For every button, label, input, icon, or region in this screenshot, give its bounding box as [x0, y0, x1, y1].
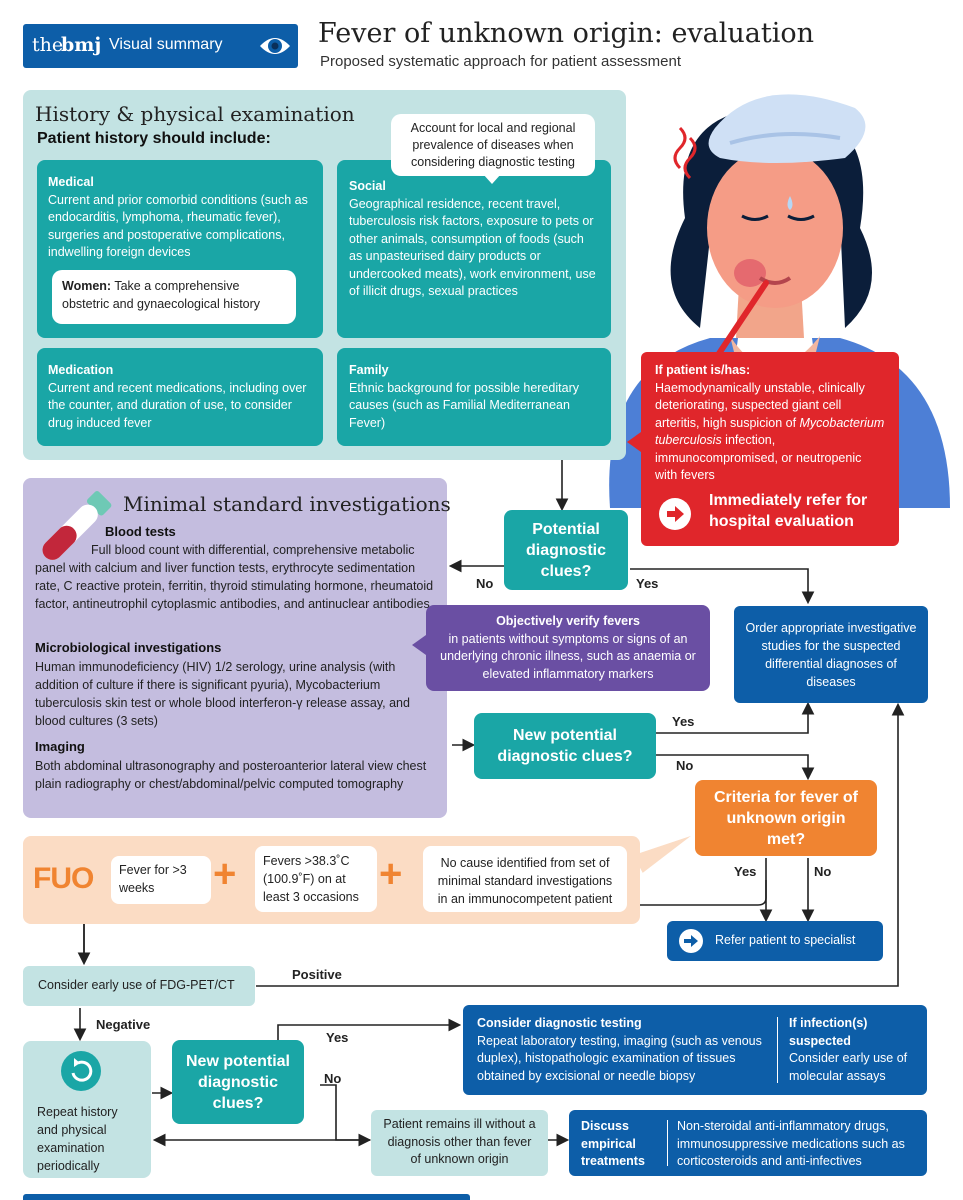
- imaging-title: Imaging: [35, 739, 85, 754]
- fuo-definition-strip: FUO Fever for >3 weeks + Fevers >38.3˚C …: [23, 827, 696, 924]
- medication-title: Medication: [48, 363, 114, 377]
- plus-icon: +: [379, 852, 403, 896]
- new-clues-text: New potential diagnostic clues?: [497, 727, 633, 765]
- footer-bar: [23, 1194, 470, 1200]
- prevalence-callout: Account for local and regional prevalenc…: [391, 114, 595, 184]
- minimal-investigations-section: Minimal standard investigations Blood te…: [23, 478, 451, 818]
- potential-clues-box: Potential diagnostic clues?: [504, 510, 628, 590]
- medical-text: Current and prior comorbid conditions (s…: [48, 192, 308, 260]
- bmj-logo-badge: the bmj Visual summary: [23, 24, 298, 68]
- fuo-c3-text: No cause identified from set of minimal …: [437, 856, 613, 906]
- history-heading: History & physical examination: [35, 102, 355, 126]
- minimal-heading: Minimal standard investigations: [123, 492, 451, 516]
- refer-specialist-button[interactable]: Refer patient to specialist: [667, 921, 883, 961]
- family-box: Family Ethnic background for possible he…: [337, 348, 611, 446]
- brand-visual-summary: Visual summary: [109, 36, 223, 53]
- blood-title: Blood tests: [105, 524, 176, 539]
- fuo-criterion-temperature: Fevers >38.3˚C (100.9˚F) on at least 3 o…: [255, 846, 377, 912]
- arrow-right-circle-icon: [659, 498, 691, 530]
- fuo-c1-text: Fever for >3 weeks: [119, 863, 187, 895]
- refresh-icon: [61, 1051, 101, 1091]
- infection-text: Consider early use of molecular assays: [789, 1051, 908, 1083]
- history-section: History & physical examination Patient h…: [23, 90, 626, 460]
- urgent-text-italic: Mycobacterium tuberculosis: [655, 415, 885, 448]
- women-label: Women:: [62, 279, 112, 293]
- urgent-referral-box: If patient is/has: Haemodynamically unst…: [627, 352, 899, 546]
- potential-clues-text: Potential diagnostic clues?: [525, 520, 606, 580]
- label-no-3: No: [814, 864, 832, 879]
- family-text: Ethnic background for possible hereditar…: [349, 380, 579, 430]
- brand-bmj: bmj: [61, 34, 102, 56]
- micro-text: Human immunodeficiency (HIV) 1/2 serolog…: [35, 660, 410, 728]
- urgent-text-2: infection, immunocompromised, or neutrop…: [655, 433, 862, 482]
- diagnostic-testing-text: Repeat laboratory testing, imaging (such…: [477, 1033, 762, 1083]
- empirical-treatments-box: Discuss empirical treatments Non-steroid…: [569, 1110, 927, 1176]
- page-subtitle: Proposed systematic approach for patient…: [320, 53, 682, 70]
- new-clues-box: New potential diagnostic clues?: [474, 713, 656, 779]
- fuo-c2-text: Fevers >38.3˚C (100.9˚F) on at least 3 o…: [263, 854, 359, 904]
- diagnostic-testing-box: Consider diagnostic testing Repeat labor…: [463, 1005, 927, 1095]
- fuo-criterion-no-cause: No cause identified from set of minimal …: [423, 846, 627, 912]
- label-yes-3: Yes: [734, 864, 757, 879]
- criteria-fuo-box: Criteria for fever of unknown origin met…: [695, 780, 877, 856]
- order-studies-text: Order appropriate investigative studies …: [745, 620, 917, 689]
- infection-note: If infection(s) suspected Consider early…: [789, 1015, 917, 1085]
- verify-fevers-box: Objectively verify fevers in patients wi…: [412, 605, 710, 691]
- urgent-title: If patient is/has:: [655, 363, 751, 377]
- discuss-label: Discuss empirical treatments: [581, 1119, 645, 1168]
- new-clues-box-2: New potential diagnostic clues?: [172, 1040, 304, 1124]
- blood-tube-icon: [33, 488, 113, 568]
- label-yes-2: Yes: [672, 714, 695, 729]
- remains-ill-box: Patient remains ill without a diagnosis …: [371, 1110, 548, 1176]
- fdg-pet-text: Consider early use of FDG-PET/CT: [38, 978, 235, 992]
- arrow-right-circle-icon: [679, 929, 703, 953]
- medical-title: Medical: [48, 175, 94, 189]
- label-no-2: No: [676, 758, 694, 773]
- women-text: Take a comprehensive obstetric and gynae…: [62, 279, 261, 311]
- label-negative: Negative: [96, 1017, 151, 1032]
- social-title: Social: [349, 179, 386, 193]
- remains-ill-text: Patient remains ill without a diagnosis …: [383, 1117, 536, 1166]
- label-yes-1: Yes: [636, 576, 659, 591]
- label-positive: Positive: [292, 967, 342, 982]
- brand-the: the: [32, 34, 64, 56]
- imaging-text: Both abdominal ultrasonography and poste…: [35, 759, 427, 791]
- family-title: Family: [349, 363, 389, 377]
- urgent-text-1: Haemodynamically unstable, clinically de…: [655, 380, 865, 430]
- repeat-history-text: Repeat history and physical examination …: [37, 1105, 118, 1173]
- women-note: Women: Take a comprehensive obstetric an…: [52, 270, 296, 324]
- diagnostic-testing-title: Consider diagnostic testing: [477, 1016, 642, 1030]
- page-title: Fever of unknown origin: evaluation: [318, 18, 815, 49]
- fuo-criterion-duration: Fever for >3 weeks: [111, 856, 211, 904]
- label-no-4: No: [324, 1071, 342, 1086]
- new-clues-2-text: New potential diagnostic clues?: [185, 1052, 290, 1112]
- plus-icon: +: [213, 852, 237, 896]
- eye-icon: [259, 32, 291, 60]
- treatments-text: Non-steroidal anti-inflammatory drugs, i…: [677, 1119, 905, 1168]
- urgent-action: Immediately refer for hospital evaluatio…: [709, 492, 868, 530]
- label-no-1: No: [476, 576, 494, 591]
- verify-text: in patients without symptoms or signs of…: [440, 631, 696, 681]
- social-text: Geographical residence, recent travel, t…: [349, 196, 596, 299]
- prevalence-text: Account for local and regional prevalenc…: [410, 121, 576, 169]
- order-studies-box: Order appropriate investigative studies …: [734, 606, 928, 703]
- medication-box: Medication Current and recent medication…: [37, 348, 323, 446]
- fdg-pet-box: Consider early use of FDG-PET/CT: [23, 966, 255, 1006]
- medical-box: Medical Current and prior comorbid condi…: [37, 160, 323, 338]
- micro-title: Microbiological investigations: [35, 640, 222, 655]
- history-subheading: Patient history should include:: [37, 130, 271, 147]
- diagnostic-testing-main: Consider diagnostic testing Repeat labor…: [477, 1015, 771, 1085]
- fuo-label: FUO: [33, 862, 94, 895]
- medication-text: Current and recent medications, includin…: [48, 380, 307, 430]
- infection-title: If infection(s) suspected: [789, 1016, 868, 1048]
- criteria-fuo-text: Criteria for fever of unknown origin met…: [713, 788, 859, 848]
- verify-title: Objectively verify fevers: [496, 614, 640, 628]
- repeat-history-box: Repeat history and physical examination …: [23, 1041, 151, 1178]
- label-yes-4: Yes: [326, 1030, 349, 1045]
- social-box: Social Geographical residence, recent tr…: [337, 160, 611, 338]
- blood-text: Full blood count with differential, comp…: [35, 543, 434, 611]
- refer-specialist-text: Refer patient to specialist: [715, 933, 856, 947]
